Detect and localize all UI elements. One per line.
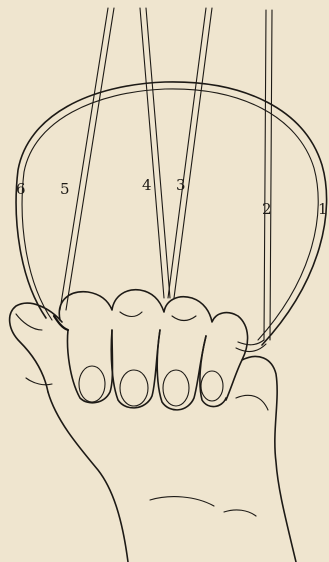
hand-fingers bbox=[59, 290, 247, 410]
string-3-lines bbox=[168, 8, 212, 298]
string-label-5: 5 bbox=[60, 180, 70, 198]
string-label-6: 6 bbox=[16, 180, 26, 198]
string-label-3: 3 bbox=[176, 176, 186, 194]
string-labels: 6 5 4 3 2 1 bbox=[16, 176, 328, 218]
string-label-2: 2 bbox=[262, 200, 272, 218]
string-5-lines bbox=[60, 8, 114, 310]
string-4-lines bbox=[140, 8, 170, 298]
hand-palm-and-wrist bbox=[48, 356, 296, 562]
string-label-1: 1 bbox=[318, 200, 328, 218]
outer-string-loop bbox=[16, 82, 326, 345]
string-label-4: 4 bbox=[142, 176, 152, 194]
string-2-lines bbox=[264, 10, 272, 340]
